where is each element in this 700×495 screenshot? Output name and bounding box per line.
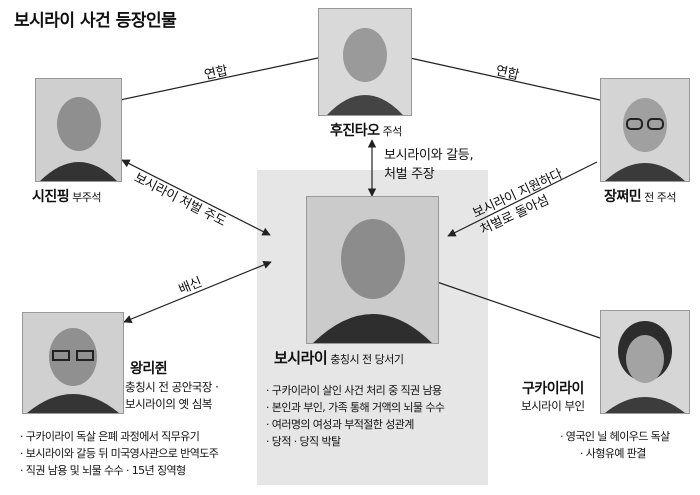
gu-photo <box>600 310 690 414</box>
jiang-title: 전 주석 <box>644 191 676 204</box>
bo-notes: 구카이라이 살인 사건 처리 중 직권 남용 본인과 부인, 가족 통해 거액의… <box>266 382 445 450</box>
list-item: 구카이라이 살인 사건 처리 중 직권 남용 <box>266 382 444 399</box>
gu-role: 보시라이 부인 <box>521 398 585 415</box>
arrow-xi-bo <box>121 159 271 236</box>
wang-role-line: 충칭시 전 공안국장 · <box>125 380 219 394</box>
jiang-photo <box>600 78 690 182</box>
relation-label-hu-bo: 보시라이와 갈등, 처벌 주장 <box>384 148 474 182</box>
wang-role-line: 보시라이의 옛 심복 <box>125 397 212 411</box>
bo-title: 충칭시 전 당서기 <box>330 353 404 366</box>
gu-role-line: 보시라이 부인 <box>521 399 585 413</box>
list-item: 보시라이와 갈등 뒤 미국영사관으로 반역도주 <box>20 445 219 462</box>
line-hu-jiang <box>409 57 601 101</box>
list-item: 여러명의 여성과 부적절한 성관계 <box>266 416 444 433</box>
line-xi-hu <box>119 57 319 101</box>
xi-title: 부주석 <box>72 191 102 204</box>
hu-title: 주석 <box>382 125 403 138</box>
hu-photo <box>318 8 412 116</box>
line-bo-gu <box>436 281 601 339</box>
arrow-jiang-bo <box>447 161 598 237</box>
list-item: 직권 남용 및 뇌물 수수 · 15년 징역형 <box>20 462 218 479</box>
page-title: 보시라이 사건 등장인물 <box>14 11 177 31</box>
list-item: 영국인 닐 헤이우드 독살 <box>560 428 670 445</box>
list-item: 구카이라이 독살 은폐 과정에서 직무유기 <box>20 428 218 445</box>
wang-role: 충칭시 전 공안국장 · 보시라이의 옛 심복 <box>125 379 219 413</box>
gu-notes: 영국인 닐 헤이우드 독살 사형유예 판결 <box>560 428 670 462</box>
wang-photo <box>22 312 124 414</box>
list-item: 당적 · 당직 박탈 <box>266 433 444 450</box>
bo-photo <box>306 196 439 344</box>
list-item: 본인과 부인, 가족 통해 거액의 뇌물 수수 <box>266 399 445 416</box>
gu-name: 구카이라이 <box>522 381 584 397</box>
wang-name: 왕리쥔 <box>130 361 168 377</box>
wang-notes: 구카이라이 독살 은폐 과정에서 직무유기 보시라이와 갈등 뒤 미국영사관으로… <box>20 428 219 479</box>
list-item: 사형유예 판결 <box>580 445 670 462</box>
xi-photo <box>35 78 122 182</box>
arrow-wang-bo <box>123 260 272 324</box>
